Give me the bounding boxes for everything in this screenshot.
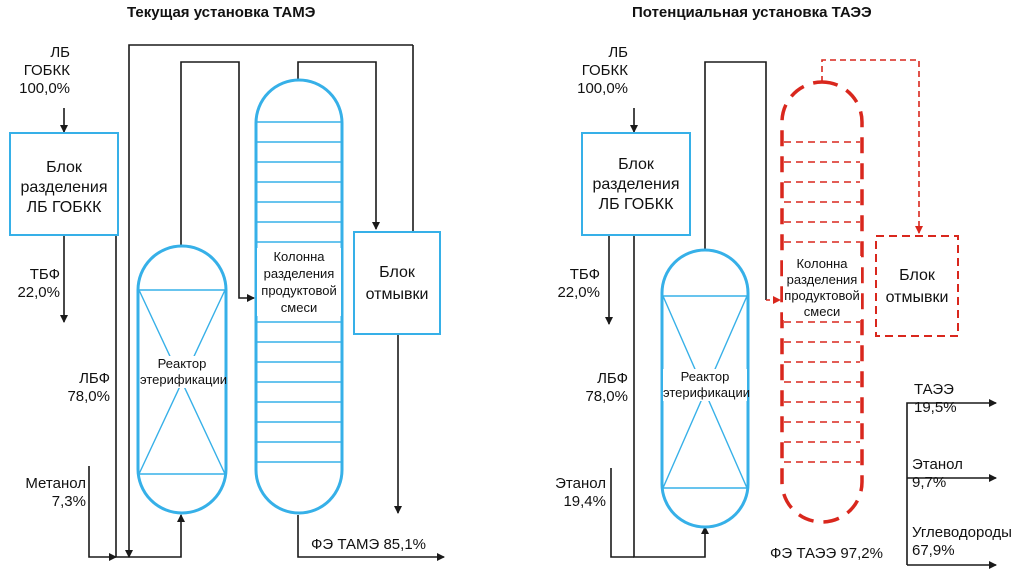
- right-ethanol-line: [610, 468, 634, 558]
- left-sep-line2: разделения: [20, 179, 108, 196]
- left-reactor-line1: Реактор: [157, 356, 207, 371]
- left-separation-label: Блок разделения ЛБ ГОБКК: [10, 158, 118, 218]
- left-wash-line1: Блок: [379, 264, 415, 281]
- left-column-line4: смеси: [257, 299, 341, 316]
- left-feed-percent: 100,0%: [19, 80, 70, 97]
- left-feed-name: ЛБ: [50, 44, 70, 61]
- left-reactor-line2: этерификации: [140, 372, 228, 387]
- right-lbf-percent: 78,0%: [585, 388, 628, 405]
- right-sep-line3: ЛБ ГОБКК: [598, 196, 674, 213]
- left-separation-block: [9, 132, 119, 236]
- right-wash-line1: Блок: [899, 267, 935, 284]
- right-sep-line2: разделения: [592, 176, 680, 193]
- right-wash-block: [875, 235, 959, 337]
- right-reactor-label: Реактор этерификации: [663, 369, 751, 401]
- right-separation-label: Блок разделения ЛБ ГОБКК: [582, 155, 690, 215]
- left-column-line1: Колонна: [257, 248, 341, 265]
- right-ethanol-name: Этанол: [555, 475, 606, 492]
- right-output-hydrocarbons-value: 67,9%: [912, 542, 955, 559]
- right-reactor-line1: Реактор: [680, 369, 730, 384]
- right-reactor-line2: этерификации: [663, 385, 751, 400]
- left-methanol-label: Метанол 7,3%: [2, 475, 86, 511]
- right-lbf-name: ЛБФ: [597, 370, 628, 387]
- right-separation-block: [581, 132, 691, 236]
- left-tbf-name: ТБФ: [29, 266, 60, 283]
- left-product-arrow: [297, 515, 445, 561]
- left-wash-line2: отмывки: [365, 286, 429, 303]
- right-taee-arrow: [906, 399, 997, 565]
- right-ethanol-percent: 19,4%: [563, 493, 606, 510]
- right-lbf-label: ЛБФ 78,0%: [560, 370, 628, 406]
- right-wash-label: Блок отмывки: [876, 265, 958, 309]
- left-product-label: ФЭ ТАМЭ 85,1%: [311, 536, 426, 553]
- right-column-line1: Колонна: [783, 256, 861, 272]
- left-reactor-label: Реактор этерификации: [140, 356, 228, 388]
- left-tbf-label: ТБФ 22,0%: [2, 266, 60, 302]
- right-tbf-percent: 22,0%: [557, 284, 600, 301]
- left-column-to-wash: [297, 61, 380, 230]
- left-methanol-line: [88, 466, 117, 561]
- right-output-hydrocarbons: Углеводороды 67,9%: [912, 524, 1012, 560]
- left-title: Текущая установка ТАМЭ: [127, 4, 316, 21]
- left-column-line3: продуктовой: [257, 282, 341, 299]
- right-column-line3: продуктовой: [783, 288, 861, 304]
- right-output-hydrocarbons-name: Углеводороды: [912, 524, 1012, 541]
- right-feed-source: ГОБКК: [581, 62, 628, 79]
- right-lbf-line: [633, 236, 709, 558]
- right-panel: [605, 61, 997, 569]
- left-reactor-to-column: [180, 61, 255, 302]
- right-column-label: Колонна разделения продуктовой смеси: [783, 256, 861, 320]
- left-feed-label: ЛБ ГОБКК 100,0%: [2, 44, 70, 98]
- left-methanol-percent: 7,3%: [51, 493, 86, 510]
- right-proposed: [766, 59, 959, 524]
- right-column-to-wash: [821, 59, 923, 234]
- left-methanol-name: Метанол: [25, 475, 86, 492]
- right-sep-line1: Блок: [618, 156, 654, 173]
- left-sep-line1: Блок: [46, 159, 82, 176]
- right-output-ethanol: Этанол 9,7%: [912, 456, 963, 492]
- right-tbf-name: ТБФ: [569, 266, 600, 283]
- left-lbf-line: [115, 236, 185, 558]
- left-tbf-percent: 22,0%: [17, 284, 60, 301]
- right-output-ethanol-name: Этанол: [912, 456, 963, 473]
- right-column-line2: разделения: [783, 272, 861, 288]
- left-recycle-line: [125, 44, 413, 558]
- left-column-label: Колонна разделения продуктовой смеси: [257, 248, 341, 316]
- right-output-taee: ТАЭЭ 19,5%: [914, 381, 957, 417]
- left-column-line2: разделения: [257, 265, 341, 282]
- left-wash-block: [353, 231, 441, 335]
- left-panel: [60, 44, 445, 561]
- right-output-ethanol-value: 9,7%: [912, 474, 947, 491]
- right-product-label: ФЭ ТАЭЭ 97,2%: [770, 545, 883, 562]
- left-feed-source: ГОБКК: [23, 62, 70, 79]
- right-wash-line2: отмывки: [885, 289, 949, 306]
- right-feed-percent: 100,0%: [577, 80, 628, 97]
- right-feed-name: ЛБ: [608, 44, 628, 61]
- right-ethanol-label: Этанол 19,4%: [530, 475, 606, 511]
- right-reactor-up: [704, 61, 767, 300]
- right-feed-label: ЛБ ГОБКК 100,0%: [560, 44, 628, 98]
- right-title: Потенциальная установка ТАЭЭ: [632, 4, 872, 21]
- right-tbf-label: ТБФ 22,0%: [540, 266, 600, 302]
- left-wash-label: Блок отмывки: [354, 262, 440, 306]
- left-sep-line3: ЛБ ГОБКК: [26, 199, 102, 216]
- left-lbf-label: ЛБФ 78,0%: [2, 370, 110, 406]
- right-column-line4: смеси: [783, 304, 861, 320]
- right-output-taee-name: ТАЭЭ: [914, 381, 954, 398]
- left-lbf-name: ЛБФ: [79, 370, 110, 387]
- left-lbf-percent: 78,0%: [67, 388, 110, 405]
- right-output-taee-value: 19,5%: [914, 399, 957, 416]
